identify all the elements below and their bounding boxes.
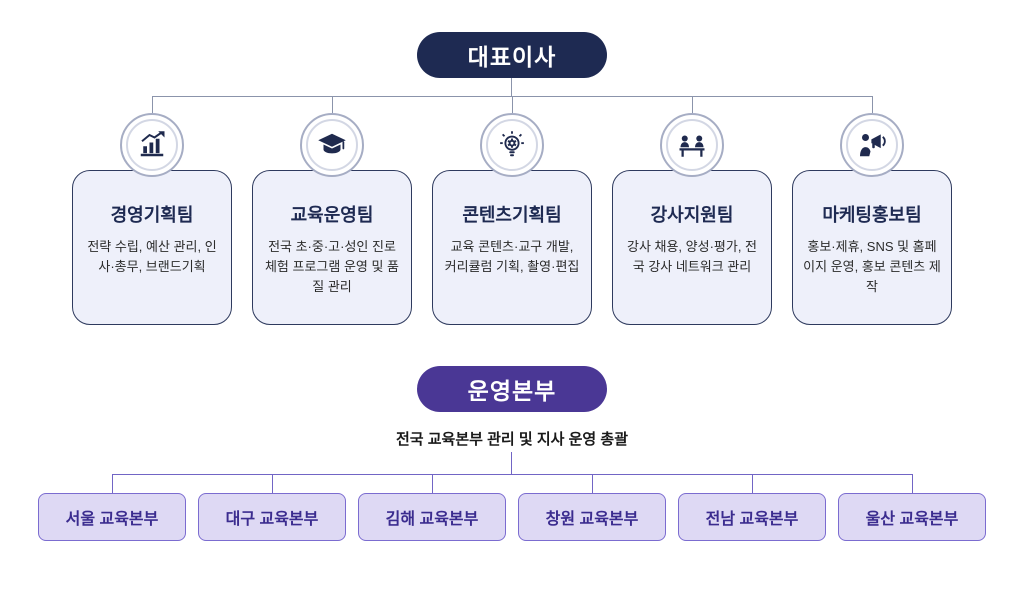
team-icon-circle [480, 113, 544, 177]
lightbulb-gear-icon [500, 131, 524, 157]
icon-ring [126, 119, 178, 171]
team-card: 마케팅홍보팀 홍보·제휴, SNS 및 홈페이지 운영, 홍보 콘텐츠 제작 [792, 170, 952, 325]
ceo-label: 대표이사 [467, 44, 557, 70]
team-title: 교육운영팀 [290, 205, 374, 225]
megaphone-person-icon [860, 134, 886, 157]
team-title: 콘텐츠기획팀 [462, 205, 562, 225]
team-card: 교육운영팀 전국 초·중·고·성인 진로체험 프로그램 운영 및 품질 관리 [252, 170, 412, 325]
interview-people-icon [679, 135, 705, 157]
connector-ops-stem [511, 452, 512, 474]
operations-node: 운영본부 [417, 366, 607, 412]
connector-branch-drop [752, 474, 753, 493]
team-icon-circle [840, 113, 904, 177]
team-card: 강사지원팀 강사 채용, 양성·평가, 전국 강사 네트워크 관리 [612, 170, 772, 325]
connector-team-drop [512, 96, 513, 113]
branch-node-jeonnam: 전남 교육본부 [678, 493, 826, 541]
connector-ceo-stem [511, 78, 512, 96]
connector-team-drop [872, 96, 873, 113]
connector-branch-drop [272, 474, 273, 493]
team-card: 콘텐츠기획팀 교육 콘텐츠·교구 개발, 커리큘럼 기획, 촬영·편집 [432, 170, 592, 325]
icon-ring [306, 119, 358, 171]
team-title: 마케팅홍보팀 [822, 205, 922, 225]
bar-chart-growth-icon [140, 131, 165, 157]
branch-node-daegu: 대구 교육본부 [198, 493, 346, 541]
icon-ring [486, 119, 538, 171]
operations-label: 운영본부 [467, 378, 557, 404]
connector-branch-drop [912, 474, 913, 493]
connector-branch-drop [432, 474, 433, 493]
team-desc: 전략 수립, 예산 관리, 인사·총무, 브랜드기획 [87, 239, 217, 275]
ceo-node: 대표이사 [417, 32, 607, 78]
team-desc: 교육 콘텐츠·교구 개발, 커리큘럼 기획, 촬영·편집 [444, 239, 580, 275]
team-icon-circle [120, 113, 184, 177]
connector-team-drop [332, 96, 333, 113]
icon-ring [666, 119, 718, 171]
branch-node-changwon: 창원 교육본부 [518, 493, 666, 541]
icon-ring [846, 119, 898, 171]
connector-team-drop [692, 96, 693, 113]
team-title: 강사지원팀 [650, 205, 734, 225]
team-card: 경영기획팀 전략 수립, 예산 관리, 인사·총무, 브랜드기획 [72, 170, 232, 325]
graduation-cap-icon [318, 133, 346, 154]
operations-subtitle: 전국 교육본부 관리 및 지사 운영 총괄 [395, 431, 628, 448]
team-desc: 강사 채용, 양성·평가, 전국 강사 네트워크 관리 [626, 239, 758, 275]
branch-node-seoul: 서울 교육본부 [38, 493, 186, 541]
team-icon-circle [660, 113, 724, 177]
team-desc: 전국 초·중·고·성인 진로체험 프로그램 운영 및 품질 관리 [264, 239, 400, 295]
team-desc: 홍보·제휴, SNS 및 홈페이지 운영, 홍보 콘텐츠 제작 [803, 239, 941, 295]
connector-branch-drop [592, 474, 593, 493]
branch-node-gimhae: 김해 교육본부 [358, 493, 506, 541]
branch-node-ulsan: 울산 교육본부 [838, 493, 986, 541]
team-icon-circle [300, 113, 364, 177]
team-title: 경영기획팀 [110, 205, 194, 225]
connector-branches-horizontal [112, 474, 912, 475]
connector-branch-drop [112, 474, 113, 493]
connector-team-drop [152, 96, 153, 113]
